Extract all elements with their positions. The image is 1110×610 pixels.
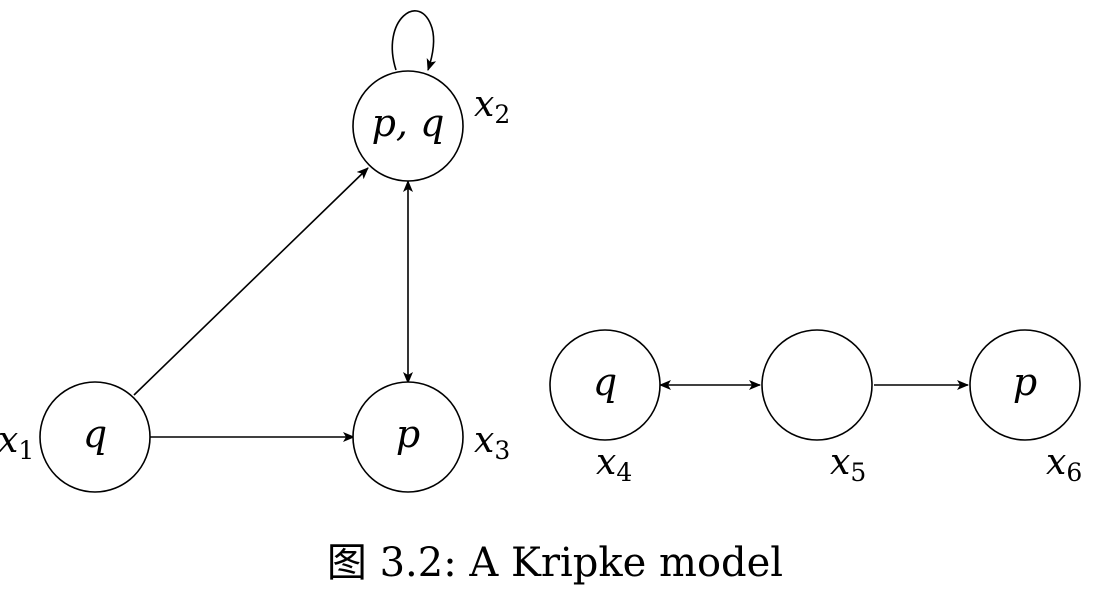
- world-name-x1: x1: [0, 420, 34, 465]
- node-label-x4: q: [593, 360, 617, 404]
- world-name-x6: x6: [1046, 442, 1082, 487]
- world-name-x2: x2: [474, 84, 510, 129]
- world-node-x1: [39, 381, 151, 493]
- world-nodes: [39, 70, 1081, 493]
- world-node-x4: [549, 329, 661, 441]
- node-labels: q p, q p q p: [83, 101, 1037, 456]
- relation-edges: [133, 10, 969, 442]
- edge-x2-loop: [391, 10, 437, 71]
- world-name-x4: x4: [596, 442, 632, 487]
- world-node-x6: [969, 329, 1081, 441]
- node-label-x6: p: [1013, 360, 1037, 404]
- node-label-x2: p, q: [372, 101, 445, 145]
- world-node-x2: [352, 70, 464, 182]
- world-name-x3: x3: [474, 420, 510, 465]
- edge-x1-x2: [133, 167, 369, 396]
- kripke-diagram: q p, q p q p x1 x2 x3 x4 x5 x6: [0, 10, 1082, 493]
- world-node-x3: [352, 381, 464, 493]
- node-label-x3: p: [396, 412, 420, 456]
- world-names: x1 x2 x3 x4 x5 x6: [0, 84, 1082, 487]
- figure-caption: 图 3.2: A Kripke model: [326, 540, 784, 586]
- world-name-x5: x5: [830, 442, 866, 487]
- world-node-x5: [761, 329, 873, 441]
- node-label-x1: q: [83, 412, 107, 456]
